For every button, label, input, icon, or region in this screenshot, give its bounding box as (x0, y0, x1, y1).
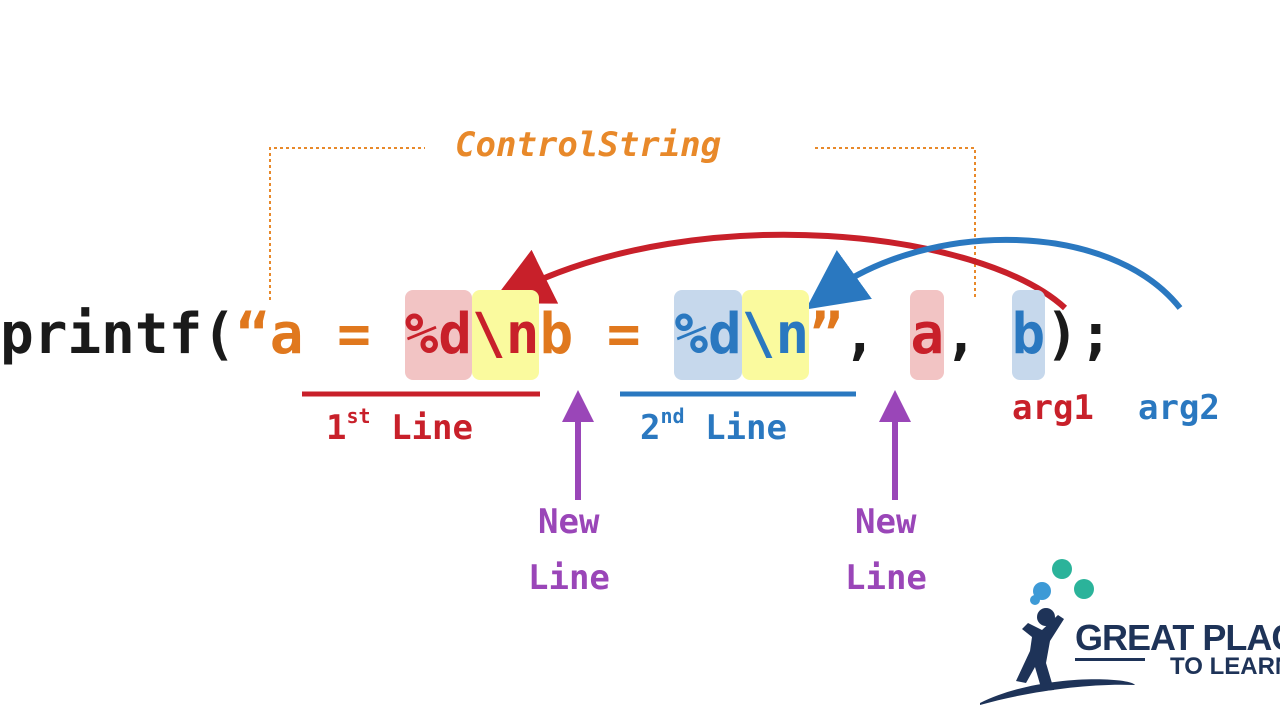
code-text1: a = (269, 302, 405, 367)
code-open-quote: “ (236, 302, 270, 367)
arg2-arrow (805, 236, 1183, 310)
line1-num: 1 (326, 408, 347, 448)
code-comma-1: , (842, 302, 911, 367)
line2-num: 2 (640, 408, 661, 448)
arg1-label: arg1 (1012, 388, 1094, 428)
line2-word: Line (705, 408, 787, 448)
control-string-bracket-left (269, 147, 425, 300)
line1-word: Line (391, 408, 473, 448)
newline2-arrow-head (879, 390, 911, 422)
logo-divider (1075, 658, 1145, 661)
line2-label: 2nd Line (640, 406, 787, 448)
newline2-label-top: New (855, 502, 917, 542)
code-format-spec-2: %d (674, 290, 742, 380)
control-string-label: ControlString (455, 125, 722, 165)
newline1-label-bottom: Line (528, 558, 610, 598)
logo-mark-icon (980, 559, 1135, 705)
newline1-arrow-head (562, 390, 594, 422)
code-arg-a: a (910, 290, 945, 380)
code-close-quote: ” (809, 302, 843, 367)
printf-statement: printf(“a = %d\nb = %d\n”, a, b); (0, 290, 1113, 380)
code-func: printf( (0, 302, 237, 367)
line2-sup: nd (660, 404, 685, 428)
code-close: ); (1045, 302, 1113, 367)
line1-sup: st (346, 404, 371, 428)
code-format-spec-1: %d (404, 290, 473, 380)
code-newline-escape-2: \n (741, 290, 810, 380)
newline2-label-bottom: Line (845, 558, 927, 598)
arg2-label: arg2 (1138, 388, 1220, 428)
logo-line1: GREAT PLACE (1075, 617, 1280, 658)
arg1-arrow (491, 231, 1068, 311)
great-place-to-learn-logo: GREAT PLACE TO LEARN (980, 555, 1280, 715)
control-string-bracket-right (815, 147, 976, 300)
logo-line2: TO LEARN (1170, 653, 1280, 680)
line1-label: 1st Line (326, 406, 473, 448)
code-text2: b = (539, 302, 675, 367)
code-newline-escape-1: \n (472, 290, 540, 380)
code-comma-2: , (944, 302, 1012, 367)
newline1-label-top: New (538, 502, 600, 542)
code-arg-b: b (1011, 290, 1046, 380)
